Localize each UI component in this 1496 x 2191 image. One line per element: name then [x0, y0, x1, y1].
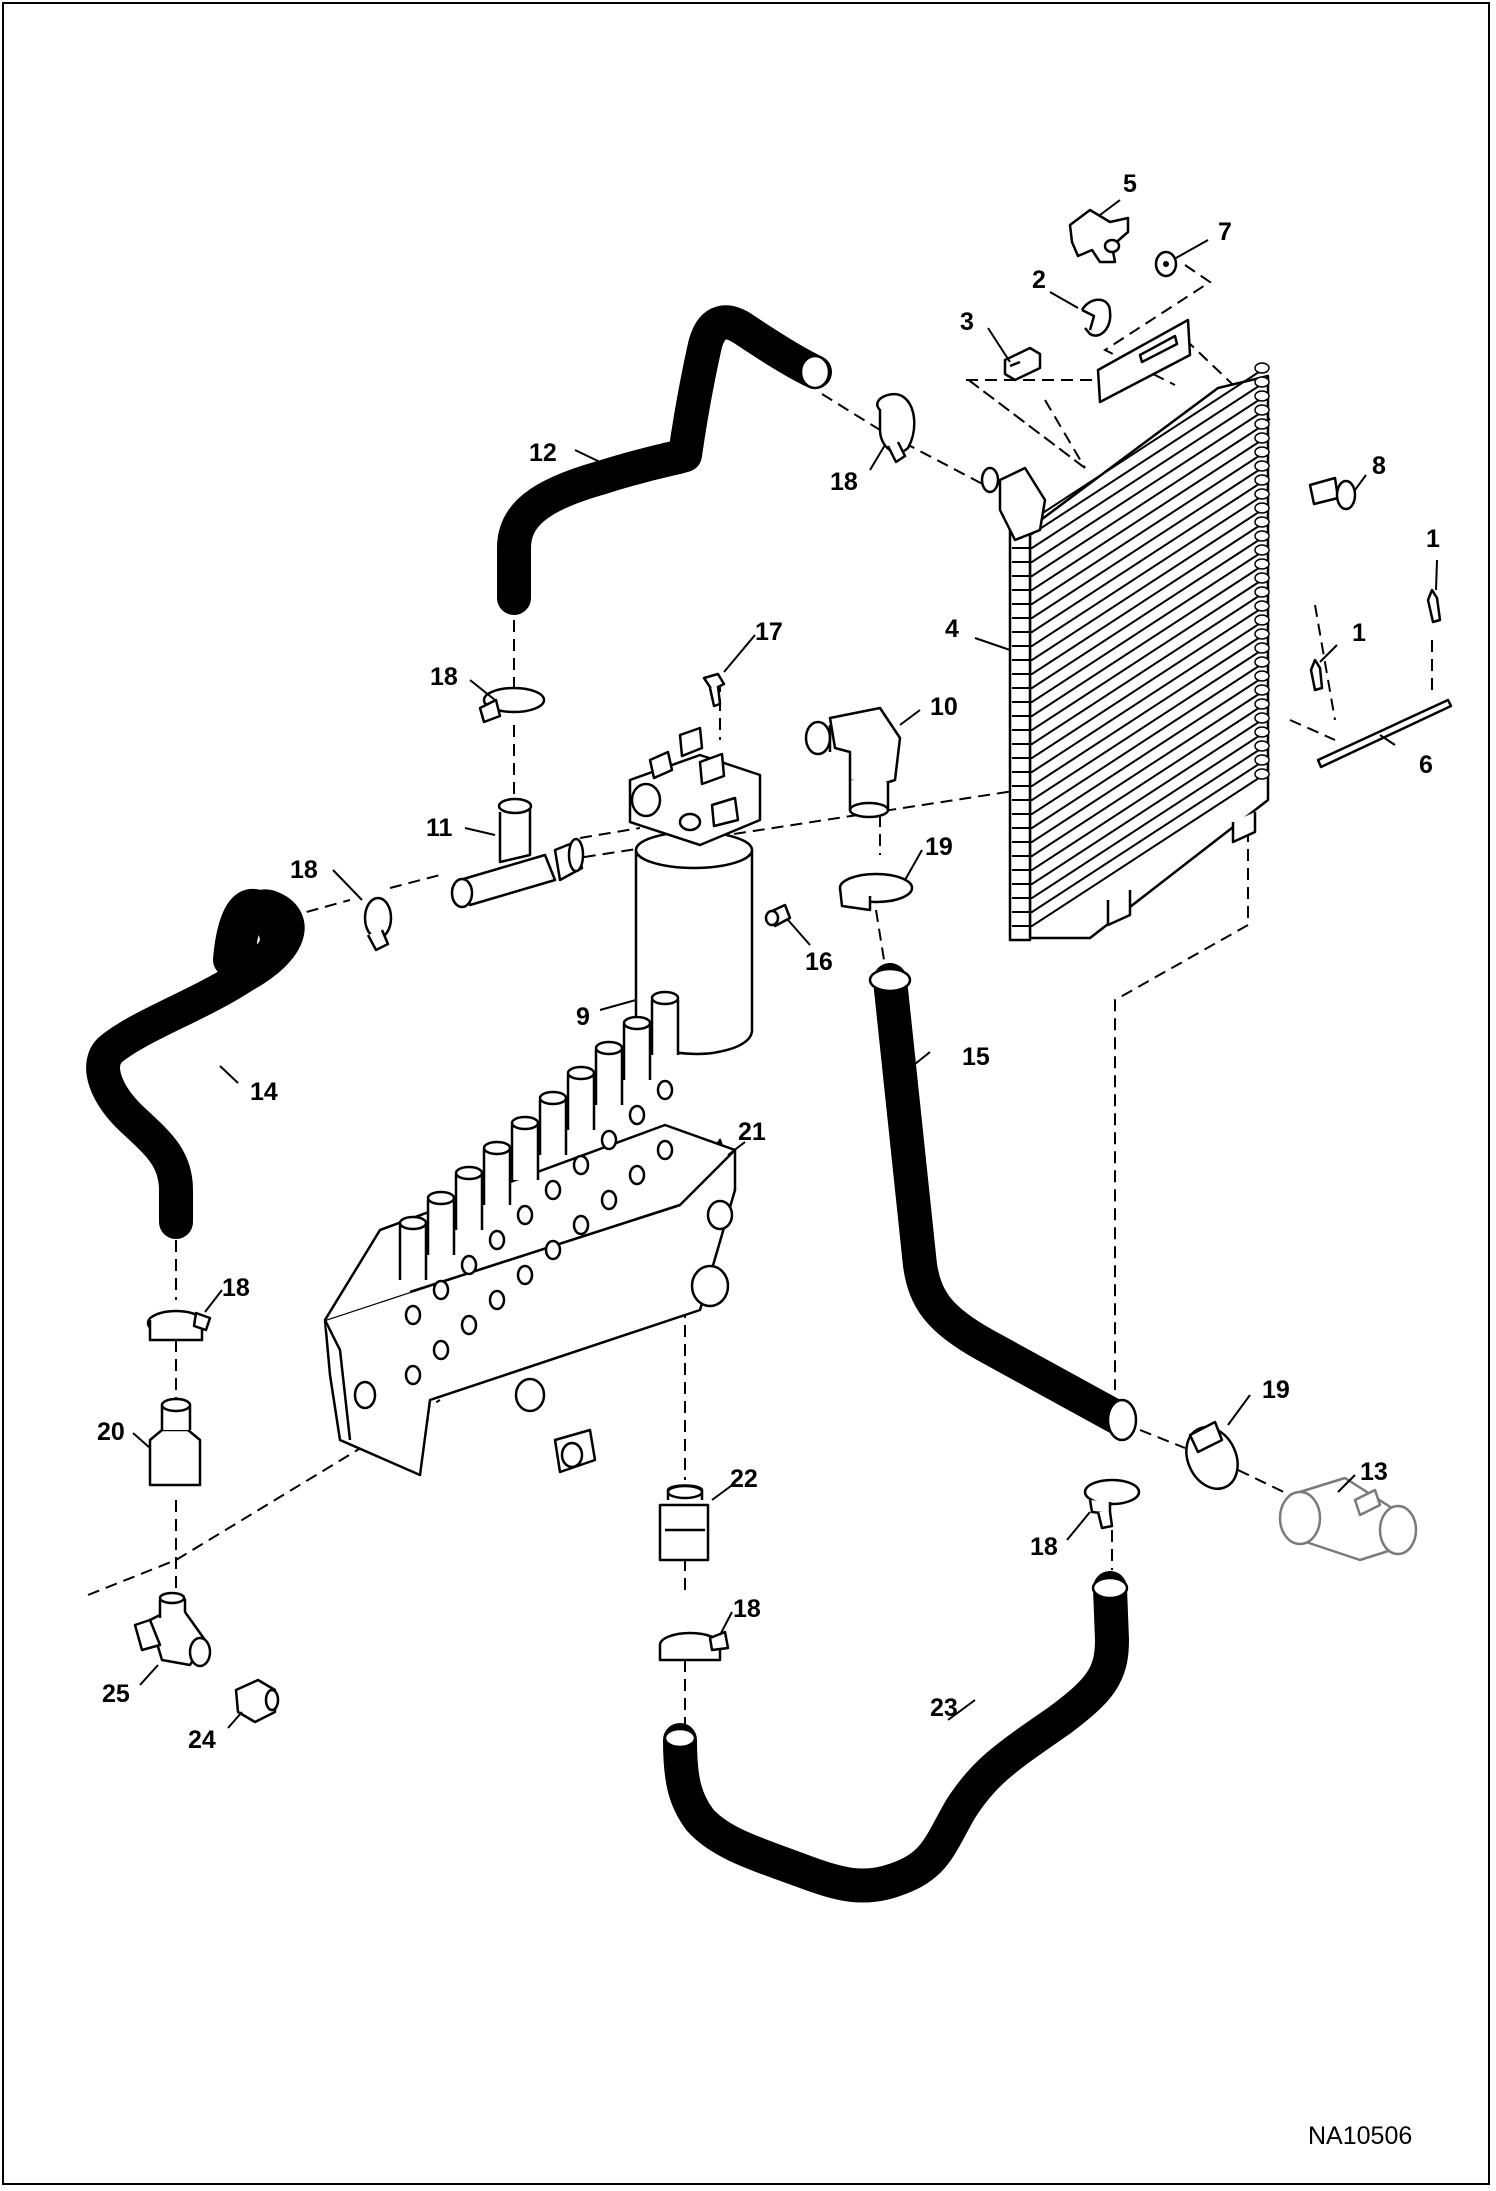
part-6-rod — [1316, 698, 1453, 769]
callout-19a: 19 — [925, 833, 953, 861]
callout-16: 16 — [805, 948, 833, 976]
callout-12: 12 — [529, 439, 557, 467]
callout-14: 14 — [250, 1078, 278, 1106]
document-number: NA10506 — [1308, 2122, 1412, 2150]
callout-5: 5 — [1123, 170, 1137, 198]
part-8-bolt — [1308, 476, 1357, 511]
part-18-clamp-f — [658, 1630, 730, 1662]
part-4-oil-cooler — [980, 318, 1270, 942]
hose-12 — [497, 305, 832, 615]
callout-10: 10 — [930, 693, 958, 721]
callout-18d: 18 — [222, 1274, 250, 1302]
hose-14 — [86, 889, 305, 1239]
part-18-clamp-d — [146, 1309, 212, 1342]
part-20-fitting — [148, 1397, 202, 1487]
part-11-tee — [450, 797, 585, 909]
part-18-clamp-b — [478, 686, 546, 724]
part-9-filter — [628, 726, 762, 1056]
callout-23: 23 — [930, 1694, 958, 1722]
part-22-fitting — [658, 1484, 710, 1562]
part-18-clamp-c — [363, 896, 393, 952]
part-21-control-valve — [323, 990, 737, 1477]
part-3-fitting — [1003, 346, 1042, 382]
hose-15 — [868, 963, 1138, 1442]
callout-8: 8 — [1372, 452, 1386, 480]
part-5-knob — [1068, 208, 1130, 264]
part-24-nut — [234, 1678, 280, 1724]
callout-9: 9 — [576, 1003, 590, 1031]
callout-7: 7 — [1218, 218, 1232, 246]
callout-18a: 18 — [830, 468, 858, 496]
part-1-pin-b — [1309, 658, 1324, 692]
part-25-tee-fitting — [133, 1591, 212, 1668]
part-18-clamp-e — [1083, 1478, 1141, 1530]
callout-1b: 1 — [1352, 619, 1366, 647]
callout-24: 24 — [188, 1726, 216, 1754]
callout-3: 3 — [960, 308, 974, 336]
callout-18e: 18 — [1030, 1533, 1058, 1561]
part-16-plug — [764, 903, 792, 928]
callout-13: 13 — [1360, 1458, 1388, 1486]
callout-22: 22 — [730, 1465, 758, 1493]
callout-19b: 19 — [1262, 1376, 1290, 1404]
callout-4: 4 — [945, 615, 959, 643]
part-2-clamp — [1080, 298, 1112, 337]
part-10-elbow — [804, 706, 902, 819]
part-1-pin-a — [1426, 588, 1442, 624]
callout-21: 21 — [738, 1118, 766, 1146]
callout-25: 25 — [102, 1680, 130, 1708]
part-7-washer — [1154, 250, 1178, 278]
callout-labels: 1 1 2 3 4 5 6 7 8 9 10 11 12 13 14 15 16… — [97, 170, 1440, 1754]
callout-20: 20 — [97, 1418, 125, 1446]
hose-23 — [663, 1571, 1129, 1903]
callout-18b: 18 — [430, 663, 458, 691]
callout-2: 2 — [1032, 266, 1046, 294]
callout-15: 15 — [962, 1043, 990, 1071]
part-19-clamp-a — [838, 872, 914, 912]
callout-18f: 18 — [733, 1595, 761, 1623]
part-17-bolt — [702, 672, 726, 708]
part-18-clamp-a — [876, 393, 916, 464]
callout-18c: 18 — [290, 856, 318, 884]
callout-11: 11 — [426, 814, 453, 842]
callout-1a: 1 — [1426, 525, 1440, 553]
part-13-tee — [1278, 1476, 1418, 1562]
leader-lines — [132, 199, 1438, 1729]
callout-17: 17 — [755, 618, 783, 646]
part-19-clamp-b — [1185, 1420, 1239, 1490]
callout-6: 6 — [1419, 751, 1433, 779]
